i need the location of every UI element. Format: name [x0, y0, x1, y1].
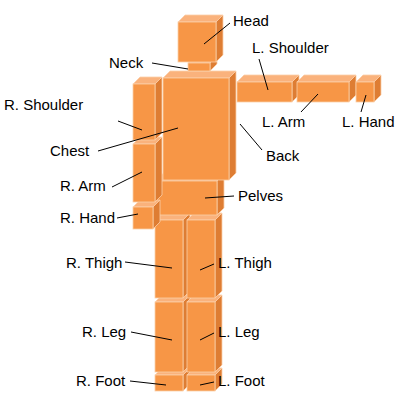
block-top: [237, 75, 299, 82]
leader-line: [130, 381, 166, 385]
part-label: R. Arm: [60, 177, 106, 194]
leader-line: [118, 121, 142, 130]
back-side: [229, 71, 236, 180]
left-arm-block: [297, 75, 356, 102]
part-label: Chest: [50, 142, 89, 159]
leader-line: [301, 94, 318, 112]
leader-line: [200, 382, 214, 385]
leader-line: [125, 262, 172, 268]
part-label: L. Thigh: [218, 254, 272, 271]
block-top: [163, 71, 236, 78]
block-front: [133, 207, 153, 229]
part-label: L. Shoulder: [252, 39, 329, 56]
block-front: [155, 375, 183, 391]
leader-line: [259, 59, 268, 90]
leader-line: [200, 333, 214, 340]
left-leg-block: [187, 295, 222, 372]
part-label: R. Hand: [60, 209, 115, 226]
leader-line: [112, 172, 142, 187]
block-front: [297, 82, 349, 102]
part-label: L. Arm: [262, 113, 305, 130]
chest-block: [163, 71, 236, 180]
block-side: [155, 137, 162, 202]
part-label: R. Thigh: [66, 254, 122, 271]
block-side: [349, 75, 356, 102]
block-front: [178, 22, 216, 62]
part-label: R. Shoulder: [4, 96, 83, 113]
block-front: [187, 220, 215, 298]
part-label: Back: [266, 147, 299, 164]
left-thigh-block: [187, 213, 222, 298]
block-front: [133, 84, 155, 140]
leader-line: [117, 214, 138, 218]
part-label: R. Foot: [76, 372, 125, 389]
part-label: R. Leg: [82, 323, 126, 340]
block-side: [216, 15, 223, 62]
leader-line: [205, 196, 234, 198]
leader-line: [152, 63, 188, 69]
head-block: [178, 15, 223, 62]
part-label: L. Hand: [342, 113, 395, 130]
block-side: [155, 77, 162, 140]
block-top: [178, 15, 223, 22]
left-hand-block: [356, 75, 381, 102]
block-side: [153, 200, 160, 229]
block-front: [187, 375, 215, 391]
block-front: [188, 63, 210, 71]
block-front: [187, 302, 215, 372]
part-label: L. Leg: [218, 323, 260, 340]
part-label: L. Foot: [218, 372, 265, 389]
leader-line: [204, 23, 230, 44]
block-side: [374, 75, 381, 102]
block-front: [237, 82, 292, 102]
right-thigh-block: [155, 213, 190, 298]
right-leg-block: [155, 295, 190, 372]
right-arm-block: [133, 137, 162, 202]
block-front: [155, 220, 183, 298]
part-label: Neck: [109, 54, 143, 71]
leader-line: [131, 332, 172, 340]
block-front: [133, 144, 155, 202]
part-label: Head: [233, 12, 269, 29]
leader-line: [200, 264, 214, 270]
right-shoulder-block: [133, 77, 162, 140]
leader-line: [98, 128, 178, 151]
part-label: Pelves: [238, 187, 283, 204]
leader-lines: [98, 23, 366, 385]
leader-line: [240, 124, 262, 150]
leader-line: [361, 95, 366, 112]
block-top: [297, 75, 356, 82]
